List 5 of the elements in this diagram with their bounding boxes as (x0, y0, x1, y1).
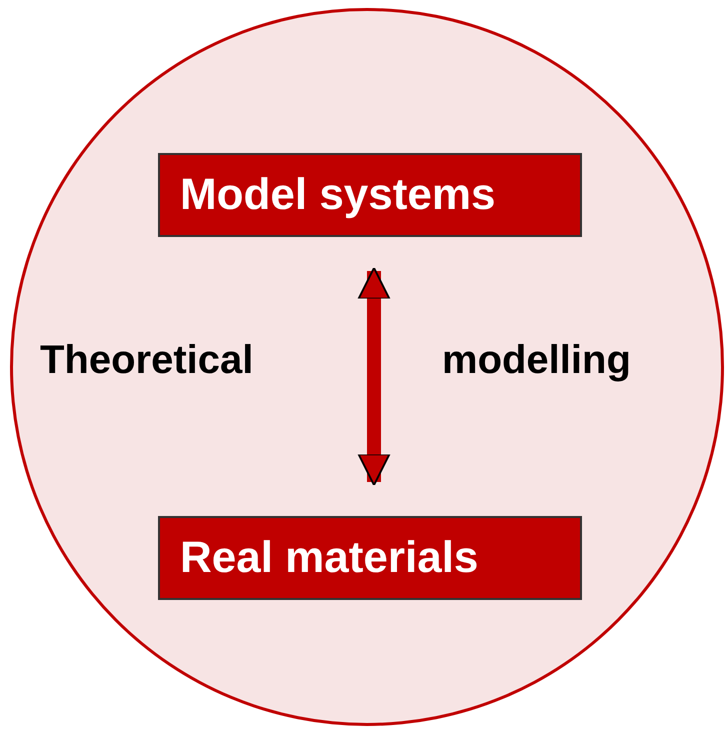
side-label: Theoretical (40, 338, 254, 383)
side-label: modelling (442, 338, 631, 383)
process-box: Real materials (158, 516, 582, 600)
process-box: Model systems (158, 153, 582, 237)
double-arrow (358, 267, 390, 486)
